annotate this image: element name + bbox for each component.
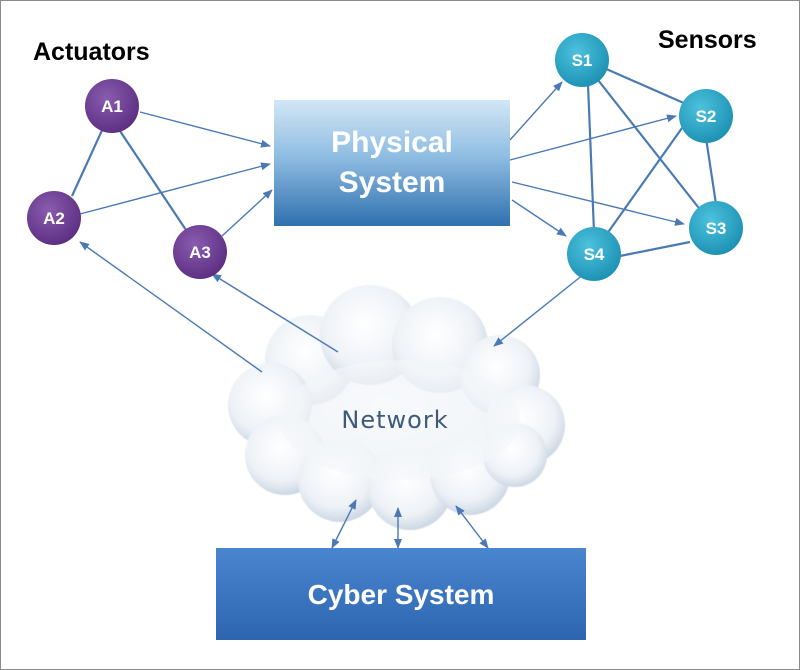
sensor-label-s3: S3 [706, 219, 727, 238]
network-cloud [228, 285, 565, 530]
actuator-label-a1: A1 [101, 97, 123, 116]
sensor-node-s2: S2 [679, 89, 733, 143]
link-a1-a3 [117, 127, 187, 231]
sensor-node-s4: S4 [567, 227, 621, 281]
physical-system-box: Physical System [274, 100, 510, 226]
sensing-arrows [509, 81, 685, 237]
cyber-system-box: Cyber System [216, 548, 586, 640]
actuator-node-a1: A1 [85, 79, 139, 133]
arrow-a1-physical [139, 111, 271, 148]
sensor-label-s1: S1 [572, 51, 593, 70]
actuator-node-a2: A2 [27, 191, 81, 245]
arrow-s4-network [493, 273, 585, 347]
arrow-network-a3 [211, 273, 339, 353]
actuation-arrows [79, 111, 273, 237]
arrow-a3-physical [221, 189, 273, 237]
link-s1-s4 [586, 83, 596, 233]
cyber-system-label: Cyber System [308, 579, 495, 610]
network-arrows [79, 241, 585, 549]
link-a1-a2 [70, 125, 106, 197]
sensor-node-s1: S1 [555, 33, 609, 87]
arrow-network-cyber-right [455, 505, 489, 549]
arrow-physical-s2 [509, 114, 677, 161]
link-s4-s3 [619, 240, 691, 258]
arrow-network-cyber-left [331, 499, 357, 549]
link-s2-s4 [603, 127, 683, 239]
actuator-links [70, 125, 187, 231]
physical-system-line2: System [339, 166, 446, 199]
sensor-label-s4: S4 [584, 245, 605, 264]
sensor-label-s2: S2 [696, 107, 717, 126]
sensor-node-s3: S3 [689, 201, 743, 255]
arrow-physical-s4 [511, 199, 567, 237]
arrow-a2-physical [79, 162, 271, 215]
actuator-label-a2: A2 [43, 209, 65, 228]
network-label: Network [341, 406, 448, 434]
arrow-network-a2 [79, 241, 263, 373]
actuator-node-a3: A3 [173, 225, 227, 279]
link-s1-s2 [603, 66, 687, 106]
arrow-physical-s1 [509, 81, 563, 141]
sensors-heading: Sensors [658, 26, 757, 54]
actuators-heading: Actuators [33, 38, 150, 66]
arrow-physical-s3 [511, 181, 685, 226]
link-s1-s3 [597, 79, 703, 213]
link-s2-s3 [704, 137, 718, 205]
actuator-label-a3: A3 [189, 243, 211, 262]
sensor-links [586, 66, 718, 258]
physical-system-line1: Physical [331, 126, 453, 159]
